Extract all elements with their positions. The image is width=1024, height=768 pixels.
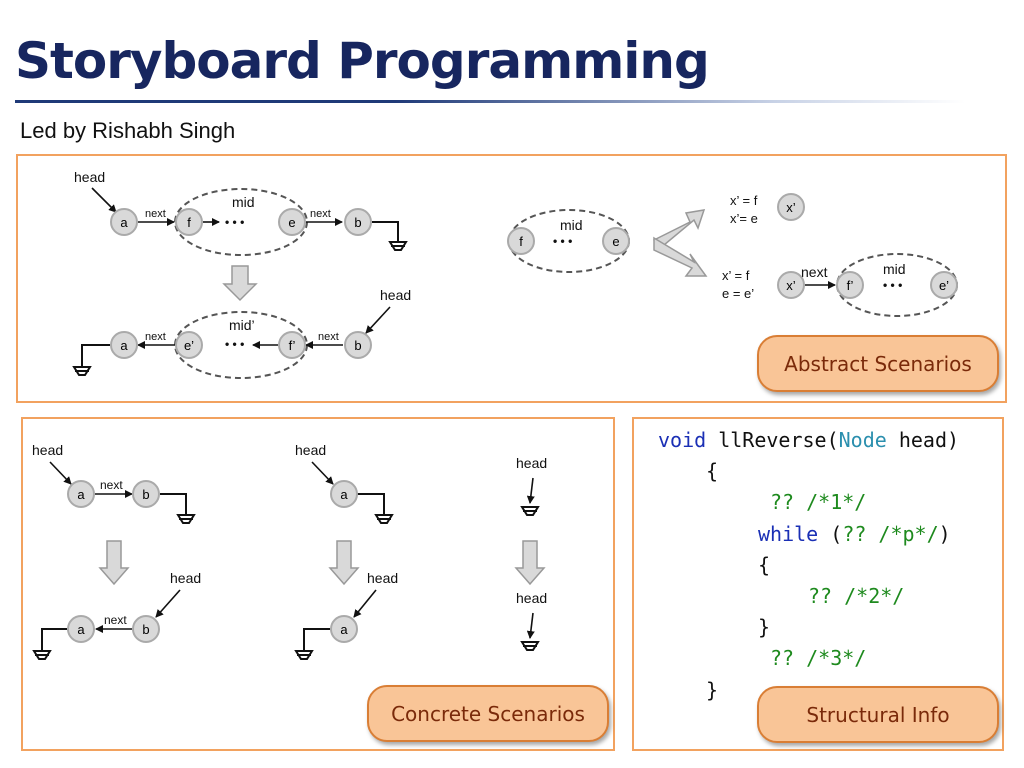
slide-title: Storyboard Programming bbox=[15, 32, 710, 90]
code-line: while (?? /*p*/) bbox=[658, 519, 959, 550]
code-line: { bbox=[658, 550, 959, 581]
code-text: } bbox=[706, 677, 719, 702]
code-function-name: llReverse( bbox=[706, 428, 839, 452]
code-text: head) bbox=[886, 428, 960, 452]
code-keyword: void bbox=[658, 428, 707, 452]
code-line: } bbox=[658, 612, 959, 643]
code-text: ( bbox=[818, 521, 843, 546]
code-line: ?? /*1*/ bbox=[658, 487, 959, 518]
code-keyword: while bbox=[758, 521, 819, 546]
code-hole: ?? /*3*/ bbox=[770, 646, 867, 671]
code-line: ?? /*3*/ bbox=[658, 643, 959, 674]
structural-info-badge: Structural Info bbox=[757, 686, 999, 743]
code-text: } bbox=[758, 615, 771, 640]
concrete-scenarios-badge: Concrete Scenarios bbox=[367, 685, 609, 742]
code-line: { bbox=[658, 456, 959, 487]
code-hole: ?? /*p*/ bbox=[842, 521, 939, 546]
code-line: } bbox=[658, 675, 959, 706]
abstract-scenarios-badge: Abstract Scenarios bbox=[757, 335, 999, 392]
code-hole: ?? /*2*/ bbox=[808, 584, 905, 609]
code-type: Node bbox=[838, 428, 887, 452]
code-line: ?? /*2*/ bbox=[658, 581, 959, 612]
code-line: void llReverse(Node head) bbox=[658, 425, 959, 456]
code-text: ) bbox=[938, 521, 951, 546]
code-text: { bbox=[706, 459, 719, 484]
slide-subtitle: Led by Rishabh Singh bbox=[20, 118, 236, 143]
code-listing: void llReverse(Node head) { ?? /*1*/ whi… bbox=[658, 425, 959, 706]
title-underline bbox=[15, 100, 965, 103]
code-hole: ?? /*1*/ bbox=[770, 490, 867, 515]
code-text: { bbox=[758, 552, 771, 577]
